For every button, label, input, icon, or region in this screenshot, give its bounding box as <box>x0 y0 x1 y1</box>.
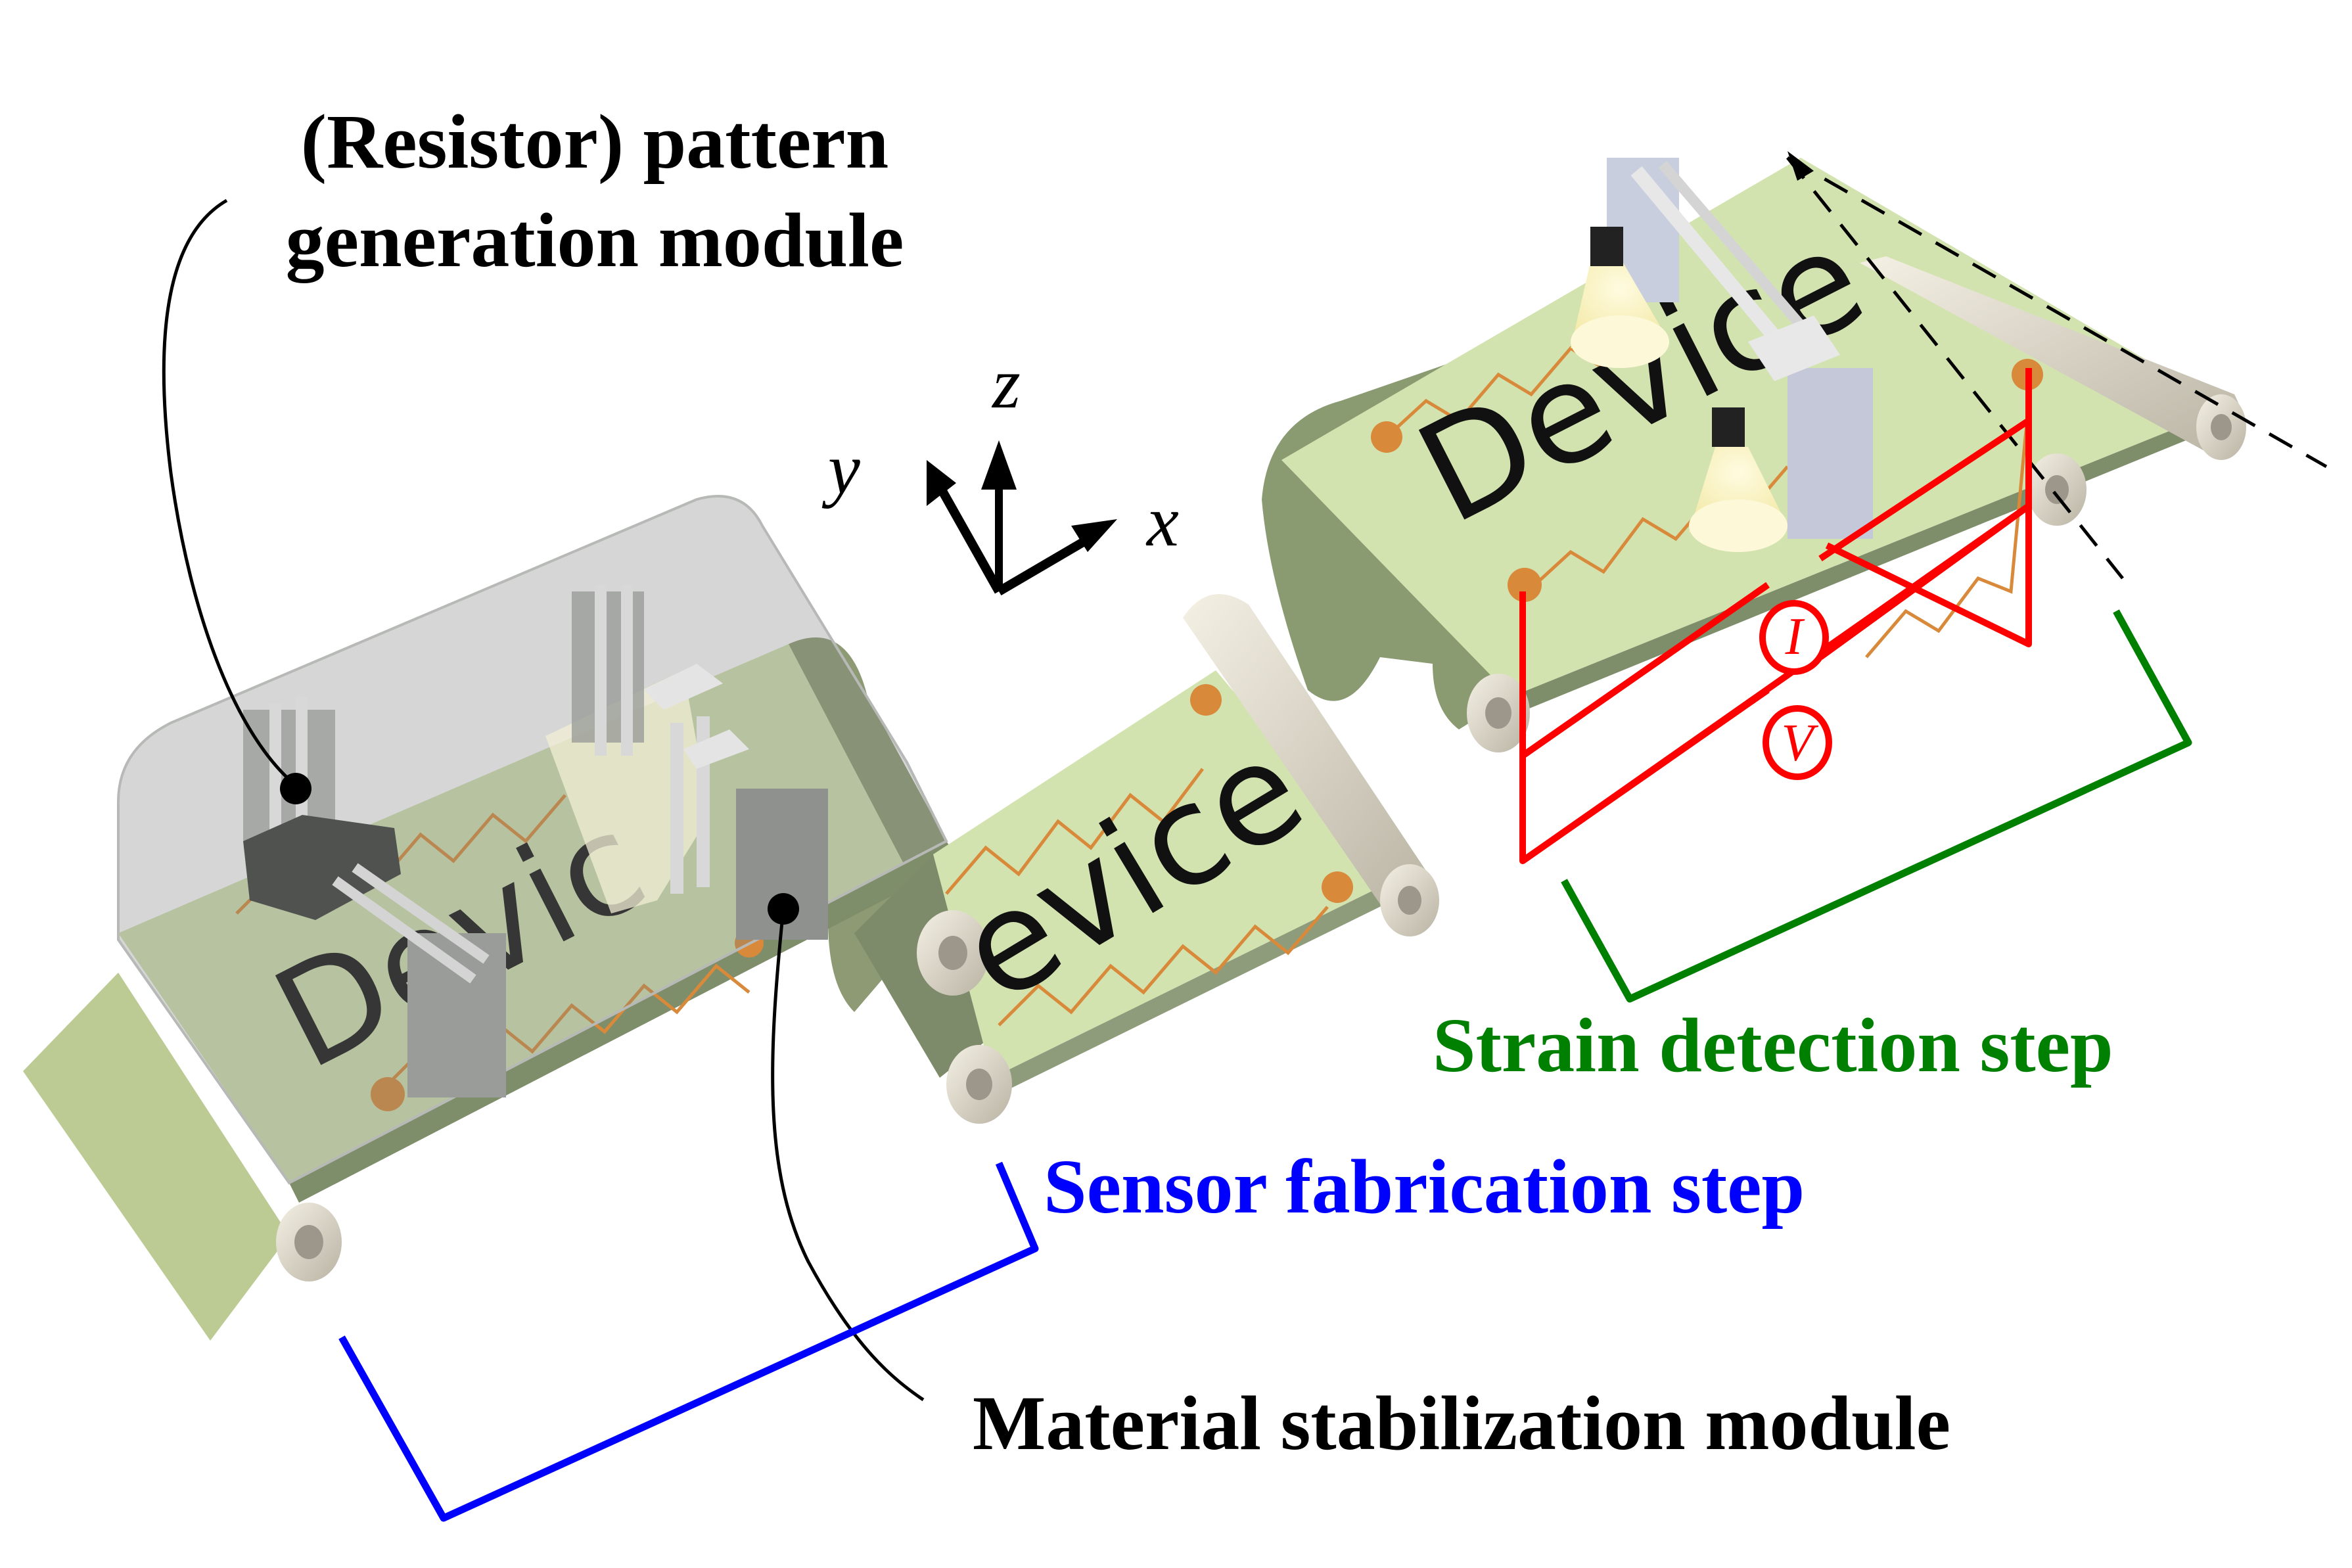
lamp-head <box>1712 407 1745 447</box>
ammeter-symbol: I <box>1759 600 1829 675</box>
transparent-enclosure <box>117 495 948 1185</box>
strain-step-bracket <box>1561 609 2192 1003</box>
ammeter-label: I <box>1785 608 1805 666</box>
resistor-pad <box>1508 568 1542 602</box>
strain-step-label: Strain detection step <box>1433 1002 2113 1088</box>
dashed-guide-line <box>1786 156 2124 580</box>
sensor-step-bracket <box>338 1161 1039 1522</box>
pattern-generation-module <box>243 697 506 1097</box>
dashed-guide-line <box>1786 156 2328 469</box>
pattern-module-leader <box>162 198 297 787</box>
strain-detection-module <box>1571 158 1873 552</box>
circuit-wire-current <box>1818 417 2031 562</box>
resistor-pad <box>1371 421 1402 453</box>
voltmeter-symbol: V <box>1763 705 1832 780</box>
right-back-roller <box>1860 256 2245 460</box>
right-mid-roller-axle <box>2045 475 2069 504</box>
pattern-module-label-line2: generation module <box>286 197 904 283</box>
lamp-beam-base <box>1689 499 1787 552</box>
axis-label-y: y <box>821 428 860 509</box>
sensor-step-label: Sensor fabrication step <box>1044 1143 1805 1230</box>
axis-label-z: z <box>991 343 1021 423</box>
middle-conveyor <box>854 594 1439 1124</box>
left-belt-top <box>118 644 946 1183</box>
voltmeter-label: V <box>1782 714 1819 772</box>
stabilization-module-leader <box>771 908 925 1402</box>
right-belt-top <box>1281 158 2228 697</box>
circuit-wire-voltage <box>1521 687 1770 864</box>
middle-belt-top <box>933 670 1393 1078</box>
right-back-roller-axle <box>2211 414 2232 440</box>
right-front-roller-axle <box>1485 697 1511 729</box>
axis-label-x: x <box>1145 481 1179 561</box>
circuit-wire-current <box>1521 582 1770 759</box>
middle-roller-axle <box>1398 886 1421 915</box>
resistor-pad <box>1322 871 1353 903</box>
left-belt-drop <box>23 973 289 1341</box>
coordinate-axes: z y x <box>821 343 1179 596</box>
left-curl-roller-axle <box>938 936 967 970</box>
pattern-module-dot <box>280 773 311 804</box>
middle-belt-edge <box>992 881 1400 1094</box>
resistor-pad <box>371 1077 405 1111</box>
stabilization-module-label: Material stabilization module <box>973 1380 1950 1466</box>
pattern-module-label-line1: (Resistor) pattern <box>301 99 889 185</box>
middle-roller-bottom-axle <box>966 1069 992 1100</box>
resistor-trace <box>945 768 1204 895</box>
stabilization-module-dot <box>768 893 799 925</box>
left-roller-axle <box>294 1225 323 1259</box>
lamp-beam-base <box>1571 315 1669 368</box>
circuit-wire-voltage <box>1818 503 2031 660</box>
middle-roller-top <box>1183 594 1433 917</box>
lamp-head <box>1590 227 1623 266</box>
material-stabilization-module <box>545 585 828 940</box>
resistor-trace <box>998 906 1329 1026</box>
dashed-line-arrowhead <box>1787 151 1814 181</box>
resistor-pad <box>1190 684 1222 716</box>
resistor-trace <box>1865 380 2033 658</box>
